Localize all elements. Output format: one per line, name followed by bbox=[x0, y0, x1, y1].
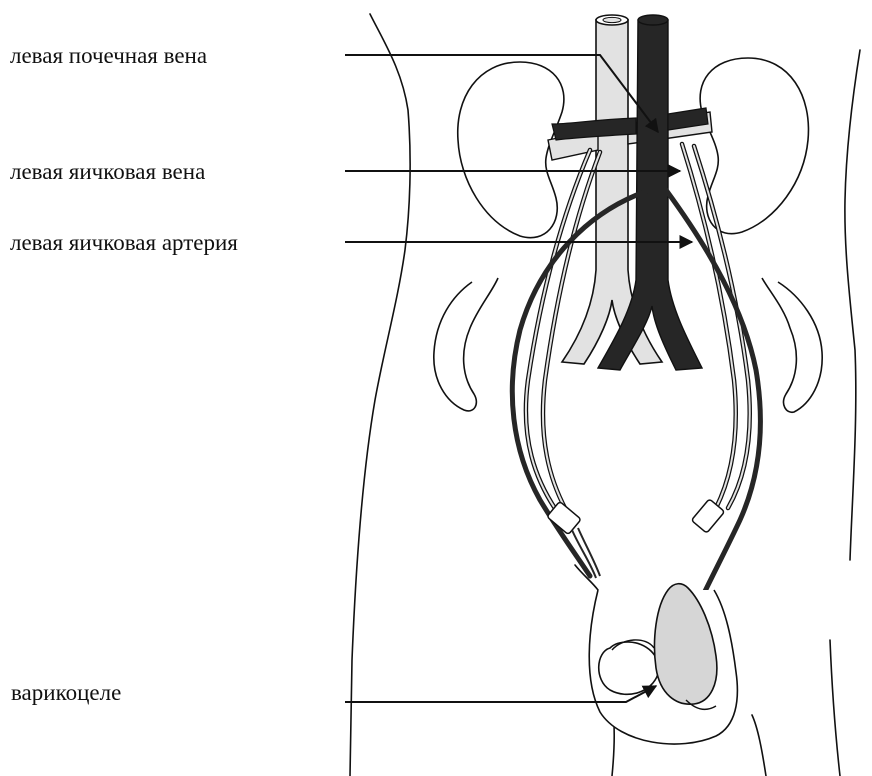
right-iliac bbox=[762, 278, 822, 412]
right-torso-contour bbox=[845, 50, 860, 560]
left-testis bbox=[599, 642, 659, 694]
right-leg-line bbox=[830, 640, 840, 776]
left-kidney bbox=[458, 62, 564, 238]
label-left-testicular-artery: левая яичковая артерия bbox=[10, 231, 238, 254]
label-left-testicular-vein: левая яичковая вена bbox=[10, 160, 205, 183]
left-torso-contour bbox=[350, 14, 410, 776]
label-varicocele: варикоцеле bbox=[11, 681, 121, 704]
right-thigh-lower bbox=[752, 715, 766, 776]
label-left-renal-vein: левая почечная вена bbox=[10, 44, 207, 67]
scrotum bbox=[589, 584, 737, 744]
inguinal-rings bbox=[547, 499, 725, 535]
right-kidney bbox=[700, 58, 808, 234]
left-iliac bbox=[434, 278, 498, 411]
